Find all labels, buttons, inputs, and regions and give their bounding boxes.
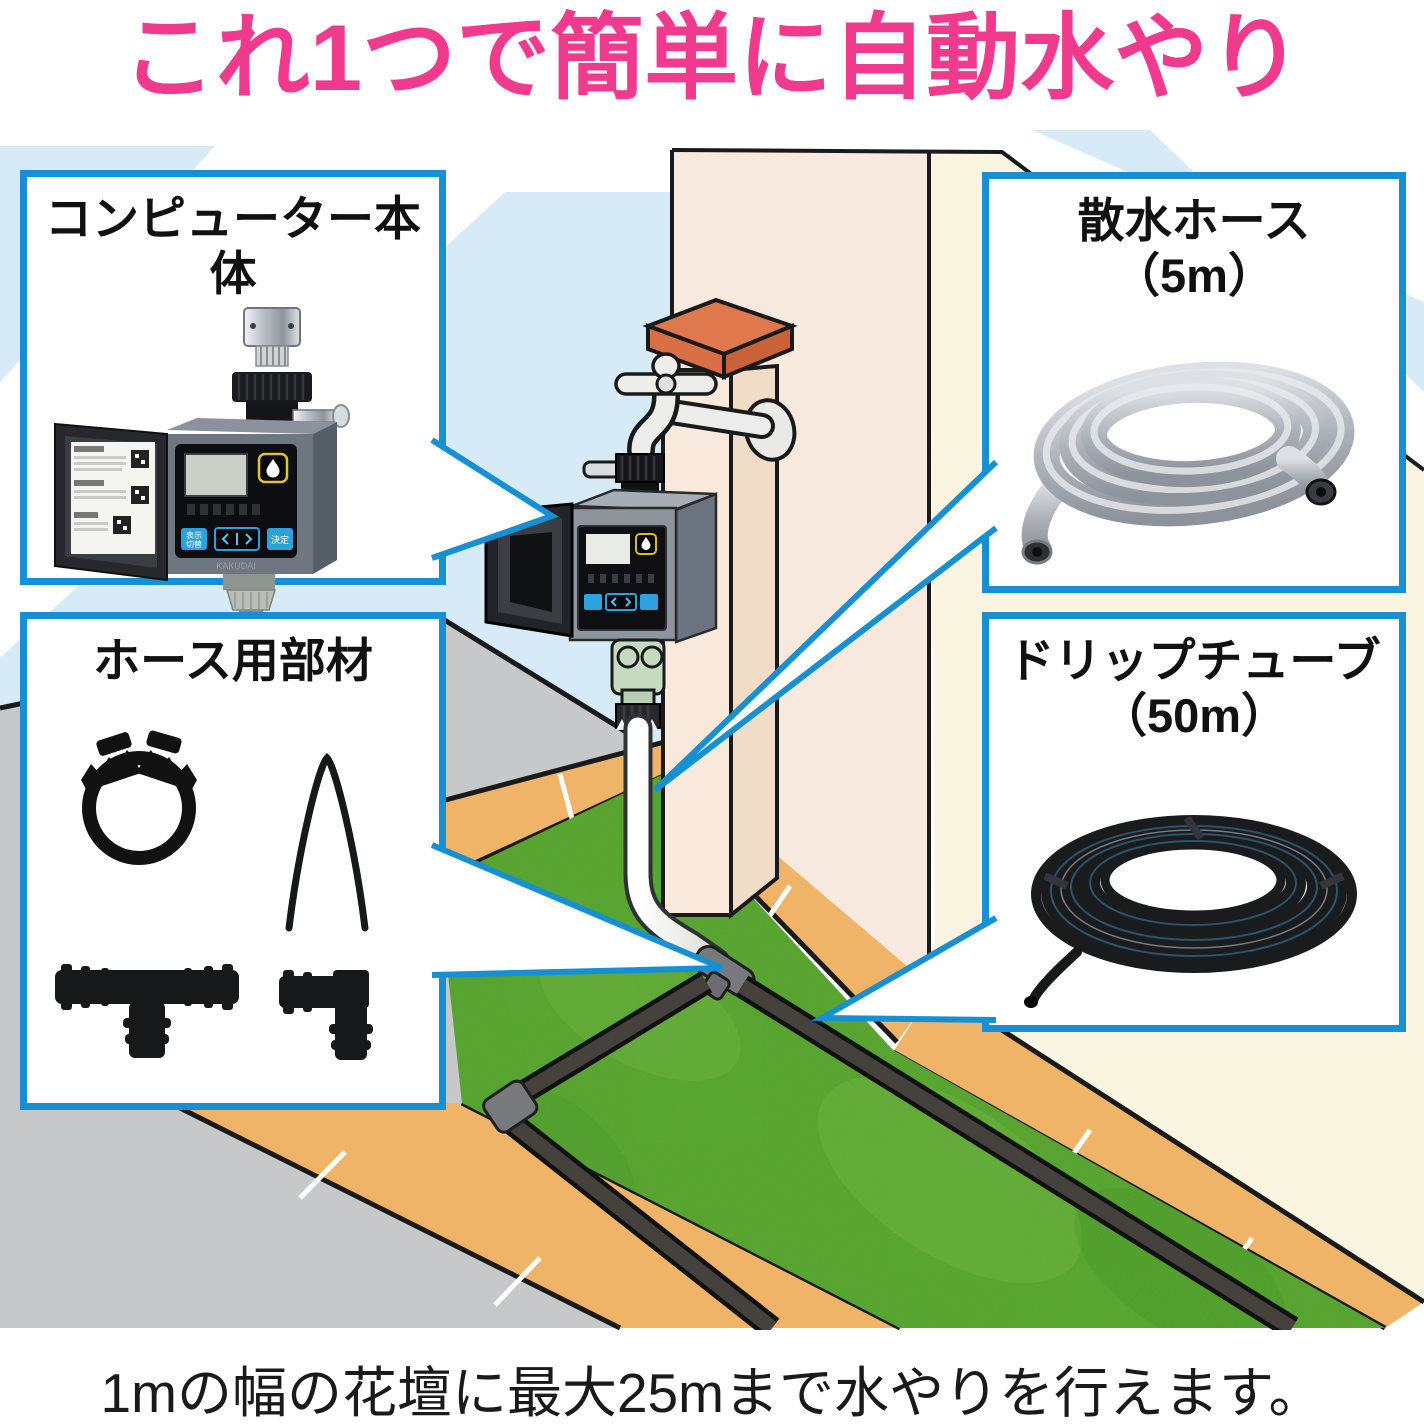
- lcd-screen: [184, 452, 248, 497]
- scene-computer-door: [484, 502, 574, 638]
- hose-coil: [1021, 361, 1355, 565]
- arrows-icon: [221, 532, 253, 545]
- tee-joint-part: [55, 964, 239, 1059]
- set-button: [267, 527, 293, 550]
- panel-icon-row: [187, 503, 260, 515]
- scene-lcd-screen: [586, 534, 630, 564]
- post-cap: [642, 297, 798, 380]
- scene-computer-panel: [577, 525, 667, 631]
- elbow-connector: [482, 1079, 539, 1134]
- scene-display-button: [584, 594, 602, 610]
- computer-door-open: [54, 422, 168, 582]
- callout-parts: ホース用部材: [20, 612, 446, 1110]
- faucet: [614, 352, 797, 464]
- callout-hose: 散水ホース （5m）: [982, 172, 1406, 593]
- drip-tube-product-photo: [1024, 814, 1357, 1008]
- tube-stake-pin: [285, 753, 369, 932]
- drip-tube-line: [482, 971, 1299, 1330]
- parts-product-photo: [55, 731, 373, 1061]
- faucet-handle: [614, 352, 718, 396]
- water-drop-icon: [266, 458, 280, 478]
- callout-parts-title: ホース用部材: [93, 634, 373, 687]
- control-panel: 表示 切替 決定 KAKUDAI: [175, 443, 297, 571]
- callout-drip-title: ドリップチューブ （50m）: [1007, 634, 1381, 743]
- scene-arrows-button: [605, 593, 637, 611]
- elbow-joint-part: [279, 970, 373, 1061]
- qr-code-icon: [131, 485, 149, 504]
- chrome-adapter: [243, 306, 301, 367]
- hose-product-photo: [1021, 361, 1355, 565]
- page-title: これ1つで簡単に自動水やり: [121, 5, 1303, 110]
- display-toggle-label: 表示: [186, 530, 202, 540]
- callout-computer: コンピューター本体: [20, 170, 446, 630]
- qr-code-icon: [113, 515, 131, 534]
- display-toggle-label: 切替: [186, 539, 202, 549]
- side-spout: [292, 409, 338, 423]
- scene-set-button: [640, 594, 658, 610]
- callout-computer-title: コンピューター本体: [45, 192, 421, 301]
- brand-logo: KAKUDAI: [216, 561, 256, 571]
- hose-clamp: [81, 731, 197, 866]
- display-toggle-button: [181, 527, 207, 550]
- set-button-label: 決定: [271, 534, 289, 545]
- page-caption: 1mの幅の花壇に最大25mまで水やりを行えます。: [100, 1362, 1324, 1424]
- callout-hose-title: 散水ホース （5m）: [1077, 194, 1311, 303]
- computer-product-photo: 表示 切替 決定 KAKUDAI: [54, 306, 350, 630]
- drip-coil: [1031, 814, 1357, 973]
- drip-tube-tail: [1024, 946, 1082, 1008]
- callout-drip: ドリップチューブ （50m）: [982, 612, 1406, 1032]
- qr-code-icon: [131, 449, 149, 468]
